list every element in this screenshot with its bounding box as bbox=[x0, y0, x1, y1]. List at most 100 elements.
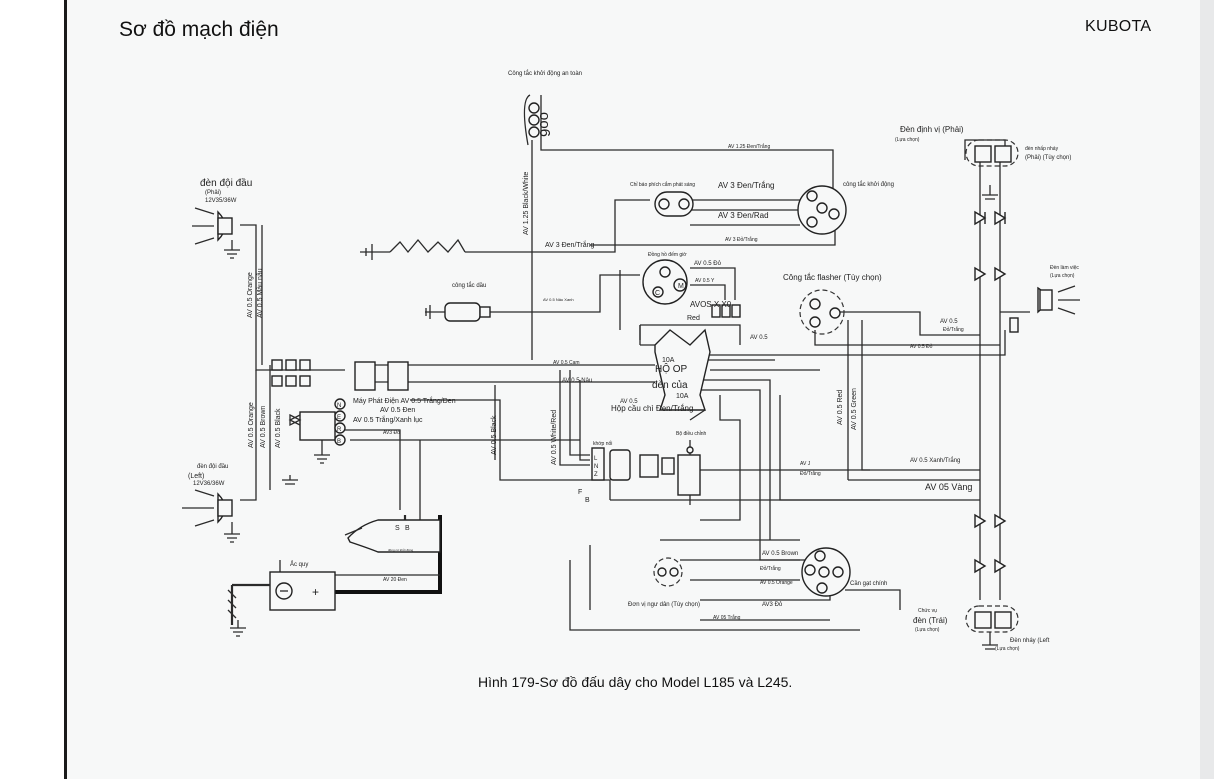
safety-switch-icon: oo6 bbox=[523, 94, 553, 146]
wire-av125-bw: AV 1.25 Black/White bbox=[523, 172, 530, 235]
wire-av05-txl: AV 0.5 Trắng/Xanh lục bbox=[353, 415, 423, 424]
wiring-lines bbox=[240, 95, 1030, 631]
label-generator: Máy Phát Điện AV 0.5 Trắng/Đen bbox=[353, 396, 456, 405]
wire-av3-do2: AV3 Đỏ bbox=[762, 601, 783, 608]
wire-av05-black2: AV 0.5 Black bbox=[491, 415, 498, 455]
svg-text:B: B bbox=[585, 497, 590, 504]
wire-av05-nx: AV 0.5 Nâu Xanh bbox=[543, 297, 574, 302]
svg-text:E: E bbox=[337, 415, 341, 421]
wire-av3-do: AV3 Đỏ bbox=[383, 429, 400, 436]
oil-switch-icon bbox=[425, 302, 491, 322]
wire-av05-cam: AV 0.5 Cam bbox=[553, 360, 580, 366]
label-headlight-right-side: (Phải) bbox=[205, 190, 221, 196]
label-red: Red bbox=[687, 315, 700, 322]
wire-av05-brown: AV 0.5 Brown bbox=[260, 406, 267, 448]
wire-av05-vang: AV 05 Vàng bbox=[925, 482, 972, 492]
page-title: Sơ đồ mạch điện bbox=[119, 18, 279, 41]
wire-av3-dotr: AV 3 Đỏ/Trắng bbox=[725, 236, 758, 243]
wire-av05-red: AV 0.5 Red bbox=[837, 390, 844, 425]
glow-plug-icon bbox=[365, 238, 466, 260]
wire-avj-dt: Đỏ/Trắng bbox=[800, 470, 821, 477]
figure-caption: Hình 179-Sơ đồ đấu dây cho Model L185 và… bbox=[478, 674, 793, 690]
label-headlight-left: đèn đội đầu bbox=[197, 464, 228, 470]
label-headlight-right-spec: 12V35/36W bbox=[205, 198, 237, 204]
wire-av05-b: AV 0.5 bbox=[750, 335, 768, 341]
label-headlight-right: đèn đội đầu bbox=[200, 177, 252, 189]
wire-av05-nau: AV 0.5 Nâu bbox=[562, 378, 592, 384]
label-turn-signal-right-side: (Phải) (Tùy chọn) bbox=[1025, 155, 1071, 161]
label-headlight-left-spec: 12V36/36W bbox=[193, 481, 225, 487]
label-headlight-left-side: (Left) bbox=[188, 473, 204, 480]
wire-av05-c: AV 0.5 bbox=[940, 319, 958, 325]
label-connector: khớp nối bbox=[593, 441, 612, 447]
label-starter: động cơ khởi động bbox=[388, 548, 413, 552]
diagram-labels: Công tắc khởi động an toàn đèn đội đầu (… bbox=[188, 70, 1079, 652]
label-flasher-switch: Công tắc flasher (Tùy chọn) bbox=[783, 273, 882, 282]
page-right-edge bbox=[1200, 0, 1214, 779]
paper-sheet bbox=[67, 0, 1214, 779]
label-work-light-opt: (Lựa chọn) bbox=[1050, 273, 1075, 279]
wire-av05-o: AV 0.5 Orange bbox=[760, 580, 793, 586]
wire-av05-trang: AV 05 Trắng bbox=[713, 614, 741, 621]
svg-text:N: N bbox=[337, 403, 341, 409]
svg-text:R: R bbox=[337, 427, 342, 433]
fuel-gauge-icon bbox=[639, 440, 701, 505]
wire-av05-black: AV 0.5 Black bbox=[275, 408, 282, 448]
headlight-left-icon bbox=[182, 489, 233, 527]
label-safety-switch: Công tắc khởi động an toàn bbox=[508, 70, 582, 77]
label-position-unit: Đơn vị ngư dân (Tùy chọn) bbox=[628, 602, 700, 608]
label-turn-signal-left: Đèn nháy (Left bbox=[1010, 638, 1050, 644]
label-glow-indicator: Chỉ báo phích cắm phát sáng bbox=[630, 181, 695, 188]
glow-indicator-icon bbox=[654, 191, 694, 217]
label-turn-signal-left-opt: (Lựa chọn) bbox=[995, 646, 1020, 652]
wire-av3-dt-b: AV 3 Đen/Trắng bbox=[545, 240, 595, 249]
svg-text:M: M bbox=[678, 283, 684, 290]
label-battery: Ắc quy bbox=[290, 560, 308, 568]
label-optional-right: (Lựa chọn) bbox=[895, 137, 920, 143]
av0x-connector-icon bbox=[711, 304, 741, 318]
wire-av05-maunau: AV 0.5 Màu nâu bbox=[257, 268, 264, 318]
connector-blocks bbox=[271, 359, 409, 391]
wire-av05-xt: AV 0.5 Xanh/Trắng bbox=[910, 457, 960, 464]
label-fuse-10a-top: 10A bbox=[662, 357, 675, 364]
label-av0x: AVOS X X0 bbox=[690, 300, 732, 309]
wire-av05-y: AV 0.5 Y bbox=[695, 278, 715, 284]
svg-text:S: S bbox=[395, 525, 400, 532]
label-optional-left: (Lựa chọn) bbox=[915, 627, 940, 633]
wire-av05-do2: AV 0.5 Đỏ bbox=[910, 343, 933, 350]
svg-text:B: B bbox=[405, 525, 410, 532]
label-fuse-box-line2: đèn của bbox=[652, 379, 688, 391]
label-fuse-box-line1: HỘ OP bbox=[655, 362, 688, 375]
generator-icon: N E R B bbox=[288, 398, 346, 446]
label-fuel-gauge: Bộ điều chỉnh bbox=[676, 430, 707, 437]
wire-av125-dt: AV 1.25 Đen/Trắng bbox=[728, 143, 770, 150]
label-position-light-right: Đèn định vị (Phải) bbox=[900, 125, 964, 134]
wire-av05-orange-l: AV 0.5 Orange bbox=[247, 272, 254, 318]
wire-av20-den: AV 20 Đen bbox=[383, 577, 407, 583]
svg-text:+: + bbox=[312, 585, 319, 599]
wire-av05-brown2: AV 0.5 Brown bbox=[762, 551, 798, 557]
wire-av05-do: AV 0.5 Đỏ bbox=[694, 260, 722, 267]
label-oil-switch: công tắc dầu bbox=[452, 282, 486, 289]
svg-text:Z: Z bbox=[594, 472, 598, 478]
position-light-left-icon bbox=[965, 605, 1019, 650]
wire-av05-dt-r: Đỏ/Trắng bbox=[760, 565, 781, 572]
headlight-right-icon bbox=[192, 207, 233, 245]
label-fuse-10a-bottom: 10A bbox=[676, 393, 689, 400]
fuse-box-icon bbox=[639, 325, 711, 421]
wire-av05-wr: AV 0.5 White/Red bbox=[551, 410, 558, 465]
svg-text:C: C bbox=[655, 290, 660, 297]
svg-text:F: F bbox=[578, 489, 582, 496]
wire-av3-dt-a: AV 3 Đen/Trắng bbox=[718, 181, 774, 190]
label-hour-meter: Đồng hồ đếm giờ bbox=[648, 252, 687, 258]
start-switch-icon bbox=[797, 185, 847, 235]
page-left-border bbox=[64, 0, 67, 779]
main-connector-icon: L N Z F B bbox=[578, 447, 631, 504]
svg-text:L: L bbox=[594, 456, 598, 462]
right-chain-connectors bbox=[974, 210, 1019, 574]
label-turn-signal-right: đèn nhấp nháy bbox=[1025, 146, 1059, 152]
ground-icons bbox=[224, 185, 998, 637]
position-light-right-icon bbox=[965, 139, 1019, 167]
